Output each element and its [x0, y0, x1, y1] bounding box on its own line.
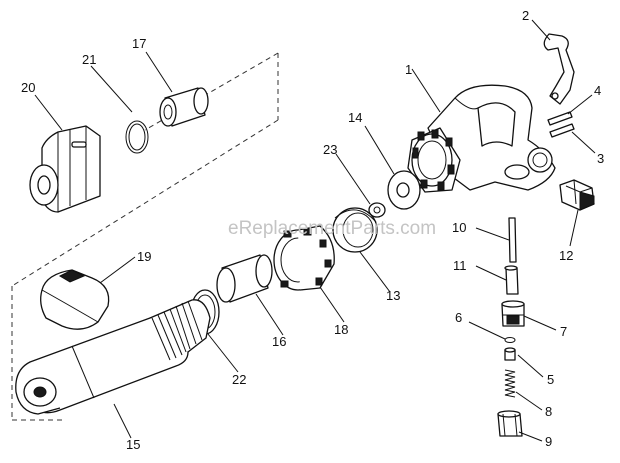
callout-labels: 1 2 3 4 5 6 7 8 9 10 11 12 13 14 15 16 1… [21, 8, 604, 452]
part-21-retaining-ring [125, 120, 149, 154]
callout-label-17: 17 [132, 36, 146, 51]
watermark-text: eReplacementParts.com [228, 218, 436, 239]
part-6-o-ring [504, 337, 516, 343]
part-3-pin [549, 123, 575, 138]
part-18-castle-nut [273, 225, 335, 291]
part-4-pin [547, 111, 573, 126]
part-2-latch [543, 33, 575, 105]
part-15-barrel [15, 299, 211, 415]
callout-label-14: 14 [348, 110, 362, 125]
callout-label-5: 5 [547, 372, 554, 387]
part-12-fitting [559, 179, 595, 211]
callout-label-10: 10 [452, 220, 466, 235]
part-10-valve-rod [508, 217, 517, 263]
callout-label-3: 3 [597, 151, 604, 166]
callout-label-11: 11 [453, 258, 467, 273]
callout-label-20: 20 [21, 80, 35, 95]
callout-label-22: 22 [232, 372, 246, 387]
part-9-nut [497, 410, 523, 437]
part-16-piston [216, 254, 273, 303]
part-13-ring [332, 207, 378, 253]
part-20-retainer [29, 125, 101, 213]
callout-label-13: 13 [386, 288, 400, 303]
callout-label-9: 9 [545, 434, 552, 449]
callout-label-7: 7 [560, 324, 567, 339]
part-8-spring [504, 369, 516, 398]
part-11-tube [504, 265, 519, 295]
callout-label-15: 15 [126, 437, 140, 452]
callout-label-2: 2 [522, 8, 529, 23]
part-1-housing [407, 84, 556, 193]
callout-label-21: 21 [82, 52, 96, 67]
callout-label-8: 8 [545, 404, 552, 419]
part-5-cap [504, 347, 516, 361]
part-19-cover [40, 269, 110, 330]
callout-label-12: 12 [559, 248, 573, 263]
callout-label-16: 16 [272, 334, 286, 349]
callout-label-1: 1 [405, 62, 412, 77]
callout-label-4: 4 [594, 83, 601, 98]
callout-label-18: 18 [334, 322, 348, 337]
part-17-sleeve [159, 87, 209, 127]
part-7-valve-body [501, 300, 525, 327]
leader-lines [34, 19, 596, 442]
part-23-seal [368, 202, 386, 218]
callout-label-19: 19 [137, 249, 151, 264]
callout-label-6: 6 [455, 310, 462, 325]
part-14-washer [387, 170, 421, 210]
callout-label-23: 23 [323, 142, 337, 157]
